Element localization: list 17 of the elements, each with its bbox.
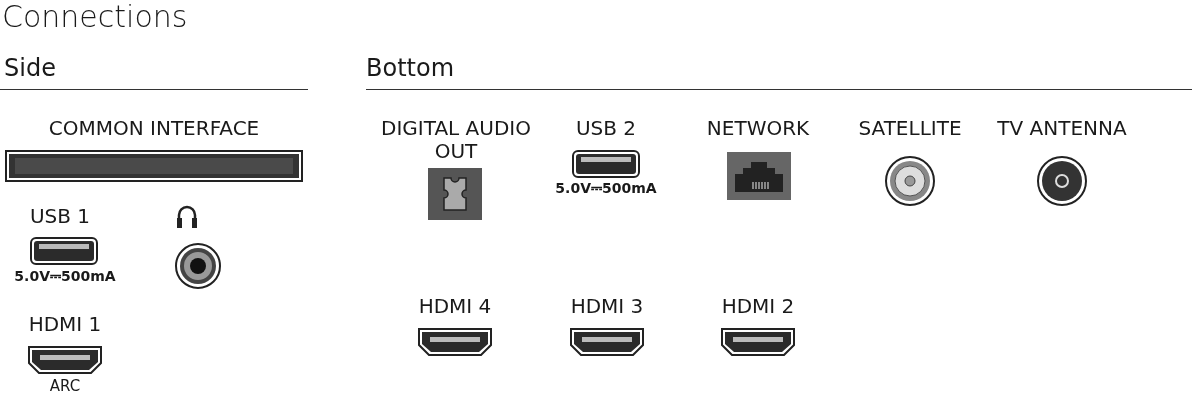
port-label: USB 2 <box>575 117 637 140</box>
power-rating: 5.0V⎓500mA <box>555 180 657 197</box>
port-label: TV ANTENNA <box>997 117 1127 140</box>
section-heading: Side <box>4 55 56 83</box>
port-label: HDMI 4 <box>418 295 492 318</box>
port-label: ARC <box>49 378 81 396</box>
port-label: HDMI 3 <box>570 295 644 318</box>
page-title: Connections <box>2 0 188 35</box>
port-label: DIGITAL AUDIO OUT <box>380 117 532 163</box>
power-rating: 5.0V⎓500mA <box>14 268 116 285</box>
port-label: NETWORK <box>706 117 810 140</box>
port-label: HDMI 1 <box>28 313 102 336</box>
section-heading: Bottom <box>366 55 455 83</box>
port-label: USB 1 <box>29 205 91 228</box>
port-label: HDMI 2 <box>721 295 795 318</box>
port-label: COMMON INTERFACE <box>48 117 260 140</box>
port-label: SATELLITE <box>858 117 962 140</box>
